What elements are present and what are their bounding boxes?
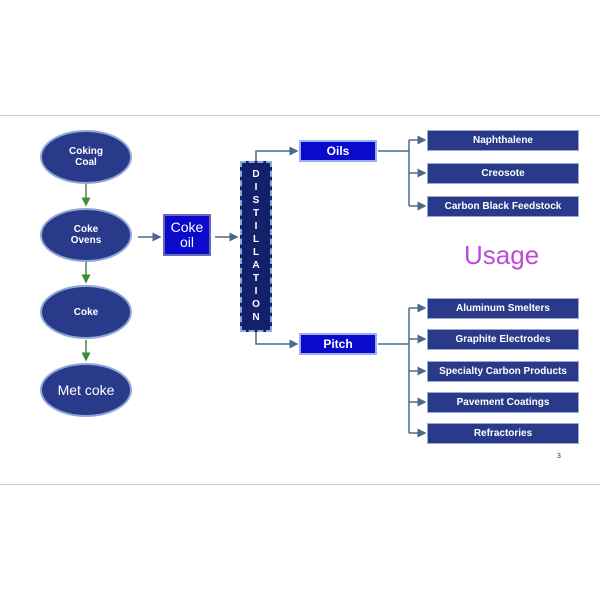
node-pitch-label: Pitch — [323, 337, 353, 351]
product-aluminum-smelters-label: Aluminum Smelters — [456, 303, 550, 314]
node-distillation: DISTILLATION — [240, 161, 272, 332]
node-coke-oil-label: Coke oil — [170, 219, 204, 250]
node-pitch: Pitch — [299, 333, 377, 355]
product-naphthalene: Naphthalene — [427, 130, 579, 151]
node-coking-coal: Coking Coal — [40, 130, 132, 184]
node-coke-ovens: Coke Ovens — [40, 208, 132, 262]
node-coke-oil: Coke oil — [163, 214, 211, 256]
node-oils-label: Oils — [326, 144, 350, 158]
usage-label: Usage — [464, 240, 540, 270]
product-creosote-label: Creosote — [481, 168, 525, 179]
node-distillation-label: DISTILLATION — [250, 168, 262, 325]
product-naphthalene-label: Naphthalene — [472, 135, 533, 146]
product-creosote: Creosote — [427, 163, 579, 184]
product-aluminum-smelters: Aluminum Smelters — [427, 298, 579, 319]
product-carbon-black-feedstock-label: Carbon Black Feedstock — [444, 201, 562, 212]
node-met-coke-label: Met coke — [57, 381, 115, 398]
product-carbon-black-feedstock: Carbon Black Feedstock — [427, 196, 579, 217]
product-pavement-coatings-label: Pavement Coatings — [456, 397, 550, 408]
product-graphite-electrodes-label: Graphite Electrodes — [455, 334, 551, 345]
node-coke-ovens-label: Coke Ovens — [70, 224, 102, 246]
product-pavement-coatings: Pavement Coatings — [427, 392, 579, 413]
node-coking-coal-label: Coking Coal — [69, 146, 103, 168]
node-coke: Coke — [40, 285, 132, 339]
node-met-coke: Met coke — [40, 363, 132, 417]
arrow-distillation-to-pitch — [255, 332, 299, 349]
product-refractories-label: Refractories — [473, 428, 533, 439]
arrow-distillation-to-oils — [255, 146, 299, 161]
product-refractories: Refractories — [427, 423, 579, 444]
product-specialty-carbon-label: Specialty Carbon Products — [439, 366, 567, 377]
node-oils: Oils — [299, 140, 377, 162]
node-coke-label: Coke — [73, 306, 99, 318]
page-number: 3 — [557, 453, 561, 460]
product-graphite-electrodes: Graphite Electrodes — [427, 329, 579, 350]
product-specialty-carbon: Specialty Carbon Products — [427, 361, 579, 382]
